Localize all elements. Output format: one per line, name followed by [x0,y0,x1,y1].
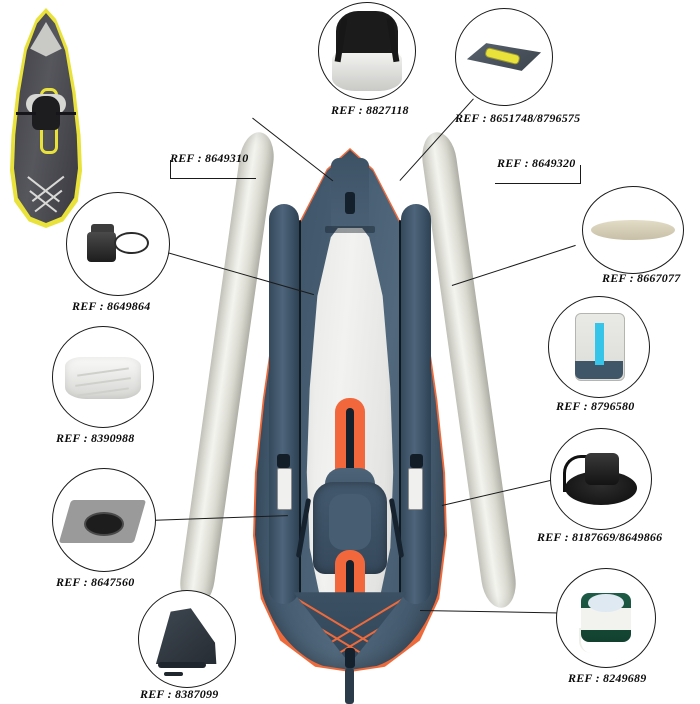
thumbnail-handle-left [16,112,36,115]
ref-label-seat: REF : 8827118 [331,103,409,117]
stern-fin-mount [345,668,354,704]
ref-label-floor-panel: REF : 8651748/8796575 [455,111,581,125]
ref-label-repair-patch: REF : 8647560 [56,575,135,589]
ref-label-pump: REF : 8187669/8649866 [537,530,663,544]
ref-label-valve: REF : 8649864 [72,299,151,313]
ref-label-fin: REF : 8387099 [140,687,219,701]
hull-side-tube-right [401,204,431,604]
cushion-icon [53,327,153,427]
callout-rope [556,568,656,668]
bow-grab-handle [345,192,355,214]
ref-label-carry-bag: REF : 8796580 [556,399,635,413]
floor-panel-icon [456,9,552,105]
fin-icon [139,591,235,687]
ref-label-rope: REF : 8249689 [568,671,647,685]
kayak-overview-thumbnail [10,8,82,228]
callout-keel-board [582,186,684,274]
seat-clip-top-left [277,454,290,468]
bag-icon [549,297,649,397]
callout-repair-patch [52,468,156,572]
valve-icon [67,193,169,295]
inflatable-kayak-main-view [253,148,447,704]
front-footrest-strip [335,398,365,476]
stern-grab-handle [345,648,355,668]
callout-fin [138,590,236,688]
rear-footrest-strip [335,550,365,596]
ref-label-side-tube-right: REF : 8649320 [497,156,576,170]
ref-label-keel-board: REF : 8667077 [602,271,681,285]
thumbnail-cargo-area [27,176,65,213]
seat-pad [329,494,371,550]
patch-icon [53,469,155,571]
ref-label-cushion: REF : 8390988 [56,431,135,445]
rope-spool-icon [557,569,655,667]
hull-seam-right [399,220,401,600]
seat-clip-top-right [410,454,423,468]
thumbnail-seat [32,96,60,130]
seat-icon [319,3,415,99]
hull-side-tube-left [269,204,299,604]
leader-elbow-tube-left [170,160,256,179]
board-icon [583,187,683,273]
callout-carry-bag [548,296,650,398]
pump-icon [551,429,651,529]
callout-cushion [52,326,154,428]
brand-marking [325,226,375,233]
callout-seat [318,2,416,100]
ref-label-side-tube-left: REF : 8649310 [170,151,249,165]
callout-valve [66,192,170,296]
thumbnail-handle-right [56,112,76,115]
callout-pump [550,428,652,530]
hull-seam-left [299,220,301,600]
seat-clip-left [277,468,292,510]
callout-floor-panel [455,8,553,106]
seat-clip-right [408,468,423,510]
leader-elbow-tube-right [495,165,581,184]
